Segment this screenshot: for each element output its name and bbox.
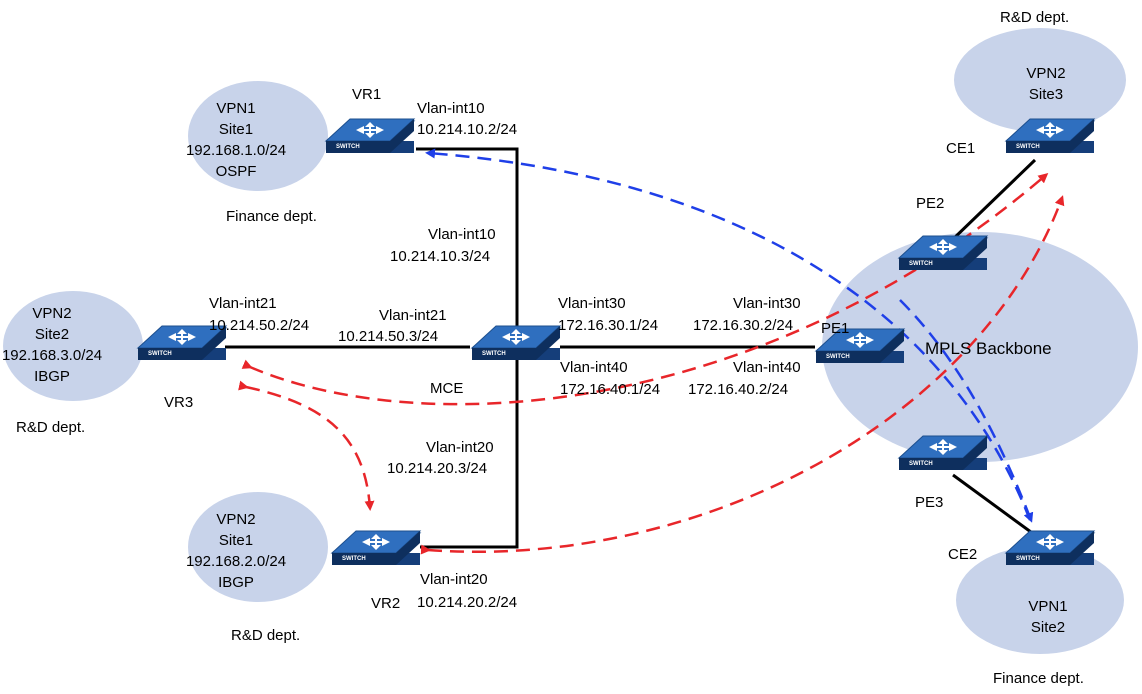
label-mce: MCE	[430, 380, 463, 397]
vpn2-site2-line4: IBGP	[34, 368, 70, 385]
vpn1-site2-line2: Site2	[1031, 619, 1065, 636]
vpn1-site1-line2: Site1	[219, 121, 253, 138]
mce20-if: Vlan-int20	[426, 439, 494, 456]
label-ce2: CE2	[948, 546, 977, 563]
mce40-if: Vlan-int40	[560, 359, 628, 376]
label-ce1: CE1	[946, 140, 975, 157]
mce40-ip: 172.16.40.1/24	[560, 381, 660, 398]
vpn2-site1-line2: Site1	[219, 532, 253, 549]
vpn1-site1-line1: VPN1	[216, 100, 255, 117]
label-pe2: PE2	[916, 195, 944, 212]
cloud-vpn1-site1	[188, 81, 328, 191]
vr1-if: Vlan-int10	[417, 100, 485, 117]
dept-finance-site2: Finance dept.	[993, 670, 1084, 687]
mce30-if: Vlan-int30	[558, 295, 626, 312]
vpn2-site2-line3: 192.168.3.0/24	[2, 347, 102, 364]
mce21-if: Vlan-int21	[379, 307, 447, 324]
pe30-if: Vlan-int30	[733, 295, 801, 312]
vr3-ip: 10.214.50.2/24	[209, 317, 309, 334]
vr3-if: Vlan-int21	[209, 295, 277, 312]
pe40-ip: 172.16.40.2/24	[688, 381, 788, 398]
switch-badge-ce2: SWITCH	[1016, 556, 1040, 562]
vr2-if: Vlan-int20	[420, 571, 488, 588]
vr2-ip: 10.214.20.2/24	[417, 594, 517, 611]
switch-badge-pe2: SWITCH	[909, 261, 933, 267]
vpn2-site3-line1: VPN2	[1026, 65, 1065, 82]
switch-badge-vr1: SWITCH	[336, 144, 360, 150]
mce10-if: Vlan-int10	[428, 226, 496, 243]
dept-finance-site1: Finance dept.	[226, 208, 317, 225]
label-vr3: VR3	[164, 394, 193, 411]
label-pe1: PE1	[821, 320, 849, 337]
vr1-ip: 10.214.10.2/24	[417, 121, 517, 138]
red-route-vr2-ce1	[420, 195, 1065, 555]
switch-badge-pe3: SWITCH	[909, 461, 933, 467]
dept-rd-site3: R&D dept.	[1000, 9, 1069, 26]
vpn1-site1-line3: 192.168.1.0/24	[186, 142, 286, 159]
vpn1-site1-line4: OSPF	[216, 163, 257, 180]
cloud-vpn1-site2	[956, 546, 1124, 654]
link-pe3-ce2	[952, 473, 1036, 537]
dept-rd-site2: R&D dept.	[16, 419, 85, 436]
mce10-ip: 10.214.10.3/24	[390, 248, 490, 265]
vpn2-site3-line2: Site3	[1029, 86, 1063, 103]
pe40-if: Vlan-int40	[733, 359, 801, 376]
vpn2-site2-line2: Site2	[35, 326, 69, 343]
switch-badge-vr3: SWITCH	[148, 351, 172, 357]
label-vr1: VR1	[352, 86, 381, 103]
mpls-backbone-label: MPLS Backbone	[925, 339, 1052, 358]
switch-badge-vr2: SWITCH	[342, 556, 366, 562]
label-pe3: PE3	[915, 494, 943, 511]
dept-rd-site1: R&D dept.	[231, 627, 300, 644]
cloud-vpn2-site2	[3, 291, 143, 401]
mce30-ip: 172.16.30.1/24	[558, 317, 658, 334]
vpn2-site1-line1: VPN2	[216, 511, 255, 528]
pe30-ip: 172.16.30.2/24	[693, 317, 793, 334]
mce20-ip: 10.214.20.3/24	[387, 460, 487, 477]
link-pe2-ce1	[948, 158, 1037, 244]
label-vr2: VR2	[371, 595, 400, 612]
mce21-ip: 10.214.50.3/24	[338, 328, 438, 345]
vpn1-site2-line1: VPN1	[1028, 598, 1067, 615]
vpn2-site2-line1: VPN2	[32, 305, 71, 322]
cloud-vpn2-site1	[188, 492, 328, 602]
vpn2-site1-line3: 192.168.2.0/24	[186, 553, 286, 570]
switch-badge-mce: SWITCH	[482, 351, 506, 357]
switch-badge-ce1: SWITCH	[1016, 144, 1040, 150]
vpn2-site1-line4: IBGP	[218, 574, 254, 591]
red-route-vr3-vr2	[238, 380, 375, 511]
cloud-vpn2-site3	[954, 28, 1126, 132]
switch-badge-pe1: SWITCH	[826, 354, 850, 360]
